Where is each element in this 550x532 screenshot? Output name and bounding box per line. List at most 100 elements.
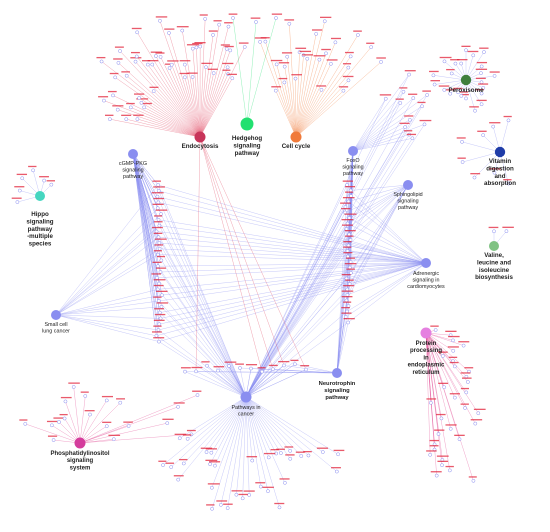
gene-node[interactable] [51,438,56,442]
gene-node[interactable] [159,304,164,309]
pathway-node-valine[interactable] [489,241,499,251]
gene-node[interactable] [479,102,484,107]
gene-node[interactable] [20,176,25,181]
gene-node[interactable] [346,320,350,325]
gene-node[interactable] [452,395,457,400]
gene-node[interactable] [139,100,144,105]
gene-node[interactable] [177,436,182,441]
gene-node[interactable] [249,366,253,371]
gene-node[interactable] [198,44,203,49]
gene-node[interactable] [240,496,245,501]
gene-node[interactable] [322,19,327,24]
gene-node[interactable] [442,88,447,92]
gene-node[interactable] [282,363,286,368]
gene-node[interactable] [422,122,427,127]
gene-node[interactable] [183,75,187,80]
gene-node[interactable] [341,88,346,93]
gene-node[interactable] [108,117,112,122]
gene-node[interactable] [99,59,104,64]
gene-node[interactable] [439,416,444,421]
gene-node[interactable] [203,17,208,21]
gene-node[interactable] [479,64,484,69]
gene-node[interactable] [71,385,76,389]
gene-node[interactable] [425,93,430,97]
gene-node[interactable] [266,489,270,494]
gene-node[interactable] [336,452,340,457]
gene-node[interactable] [407,117,412,122]
gene-node[interactable] [279,451,283,455]
gene-node[interactable] [126,424,131,428]
gene-node[interactable] [111,93,115,98]
gene-node[interactable] [282,80,287,85]
gene-node[interactable] [258,39,262,44]
gene-node[interactable] [234,492,239,497]
gene-node[interactable] [504,229,509,234]
gene-node[interactable] [460,139,464,144]
gene-node[interactable] [433,328,438,332]
gene-node[interactable] [216,368,220,373]
gene-node[interactable] [442,59,447,64]
gene-node[interactable] [346,65,351,70]
gene-node[interactable] [135,117,140,121]
gene-node[interactable] [211,71,216,75]
gene-node[interactable] [411,96,416,100]
gene-node[interactable] [383,96,388,101]
gene-node[interactable] [481,133,485,137]
gene-node[interactable] [258,484,263,489]
gene-node[interactable] [451,348,456,353]
gene-node[interactable] [333,40,338,45]
pathway-node-protein[interactable] [420,327,432,339]
gene-node[interactable] [159,258,164,263]
gene-node[interactable] [274,62,279,67]
gene-node[interactable] [448,91,453,96]
gene-node[interactable] [157,281,161,286]
gene-node[interactable] [157,223,162,228]
gene-node[interactable] [464,96,468,101]
gene-node[interactable] [209,450,214,455]
gene-node[interactable] [473,108,477,113]
gene-node[interactable] [49,423,54,428]
gene-node[interactable] [49,182,54,187]
gene-node[interactable] [304,367,308,372]
gene-node[interactable] [274,16,278,20]
gene-node[interactable] [210,506,214,511]
gene-node[interactable] [428,452,433,457]
gene-node[interactable] [154,54,158,58]
gene-node[interactable] [456,90,460,95]
gene-node[interactable] [247,493,252,497]
gene-node[interactable] [459,61,464,66]
gene-node[interactable] [434,473,439,478]
gene-node[interactable] [31,168,35,173]
gene-node[interactable] [154,333,159,338]
gene-node[interactable] [83,394,88,398]
gene-node[interactable] [230,76,235,81]
gene-node[interactable] [401,89,406,94]
gene-node[interactable] [464,390,469,395]
gene-node[interactable] [156,200,161,205]
gene-node[interactable] [334,469,339,474]
gene-node[interactable] [118,400,123,405]
gene-node[interactable] [158,316,163,321]
gene-node[interactable] [346,78,351,83]
gene-node[interactable] [449,71,454,76]
gene-node[interactable] [134,54,139,59]
gene-node[interactable] [111,437,116,442]
gene-node[interactable] [473,421,478,426]
gene-node[interactable] [410,136,415,141]
gene-node[interactable] [204,450,209,454]
gene-node[interactable] [471,478,476,483]
gene-node[interactable] [466,380,470,384]
gene-node[interactable] [440,354,445,358]
gene-node[interactable] [57,420,61,424]
gene-node[interactable] [285,54,290,59]
gene-node[interactable] [492,170,497,175]
gene-node[interactable] [155,275,159,280]
gene-node[interactable] [407,72,411,77]
gene-node[interactable] [208,462,212,467]
gene-node[interactable] [113,75,118,80]
gene-node[interactable] [306,453,311,458]
pathway-node-sphingo[interactable] [403,180,413,190]
gene-node[interactable] [293,362,297,367]
gene-node[interactable] [271,367,275,372]
gene-node[interactable] [432,82,437,87]
